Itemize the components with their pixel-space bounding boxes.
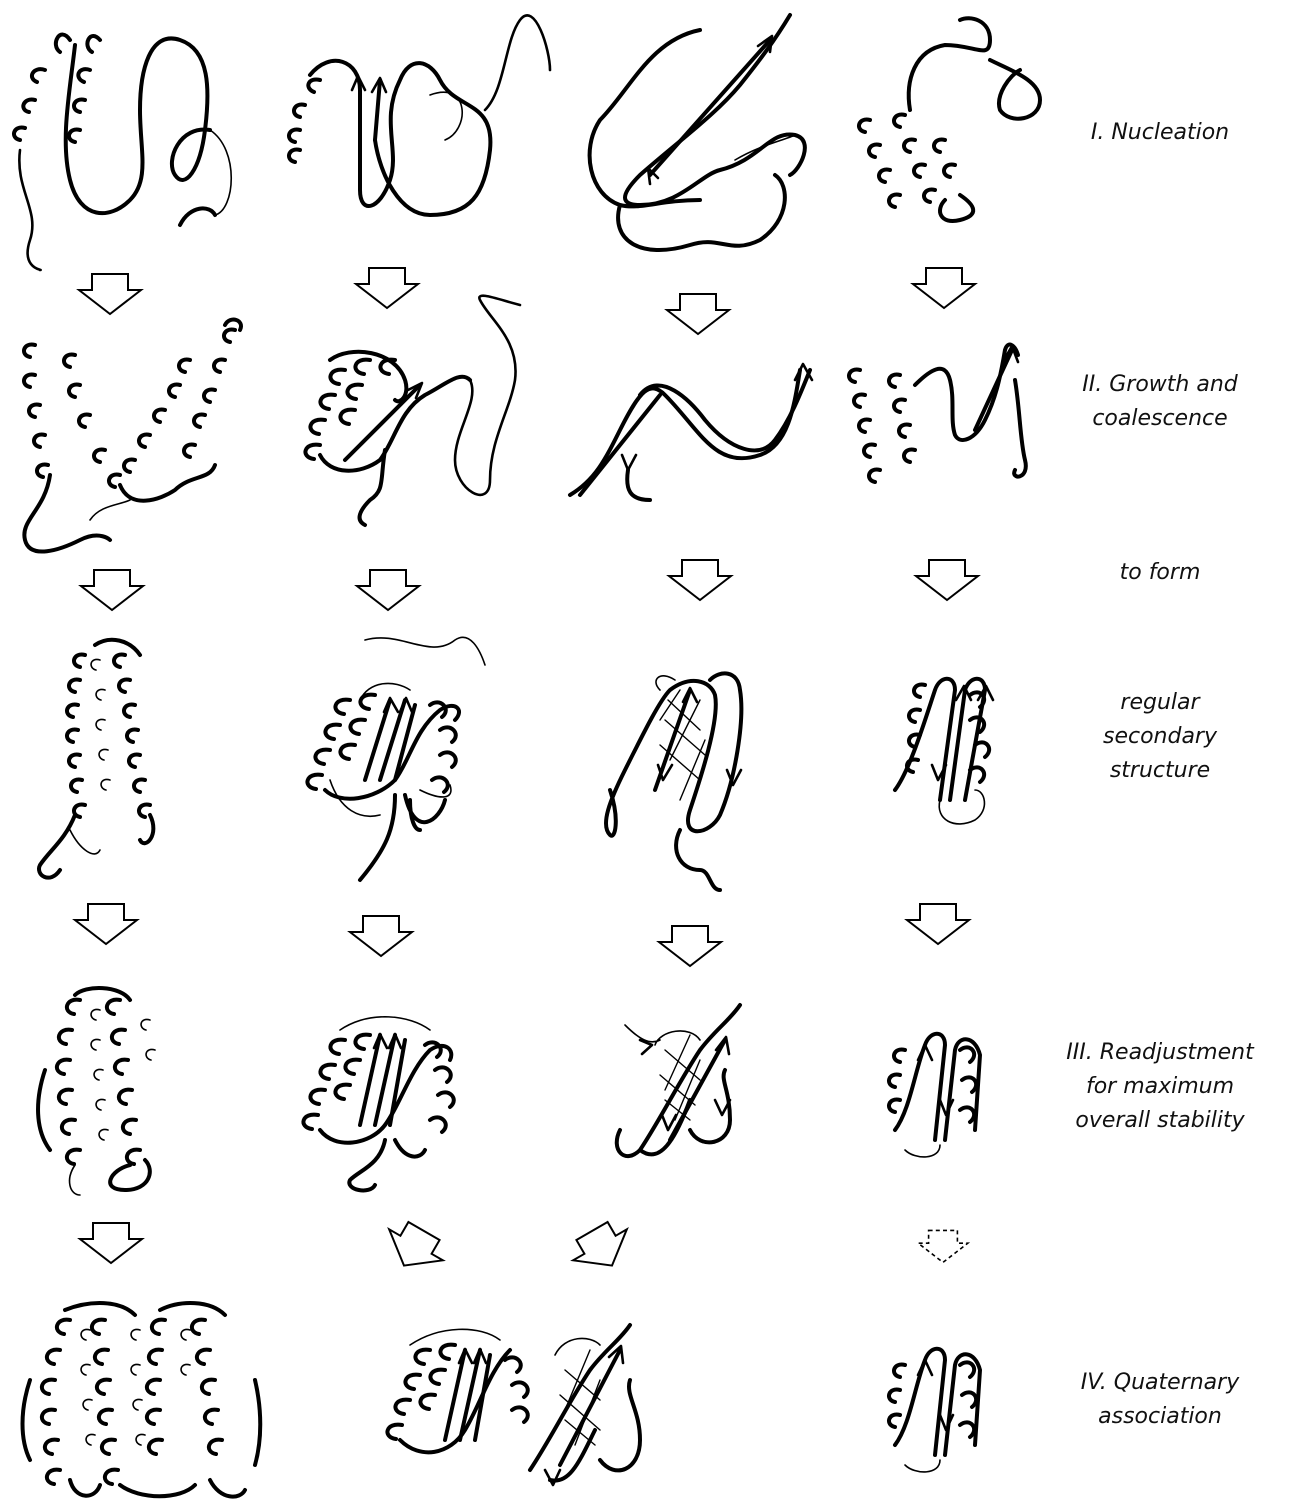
stage-label-quaternary: IV. Quaternary association xyxy=(1045,1366,1275,1434)
stage-label-line: regular xyxy=(1045,686,1275,720)
stage-label-line: II. Growth and xyxy=(1045,368,1275,402)
secondary-helix-sheet xyxy=(307,637,485,880)
stage-label-regular: regular secondary structure xyxy=(1045,686,1275,788)
nucleation-all-helical xyxy=(14,35,231,270)
stage-label-line: III. Readjustment xyxy=(1045,1036,1275,1070)
flow-arrow xyxy=(81,570,143,610)
stage-label-to-form: to form xyxy=(1045,556,1275,590)
flow-arrow xyxy=(565,1215,639,1281)
flow-arrow xyxy=(913,268,975,308)
quaternary-all-helical xyxy=(23,1303,261,1497)
flow-arrow xyxy=(377,1215,451,1281)
flow-arrows-2 xyxy=(81,560,978,610)
readjust-helix-sheet xyxy=(303,1017,453,1191)
stage-label-growth: II. Growth and coalescence xyxy=(1045,368,1275,436)
flow-arrow xyxy=(907,904,969,944)
readjust-helix-beta xyxy=(889,1034,980,1157)
stage-label-nucleation: I. Nucleation xyxy=(1045,116,1275,150)
growth-helix-beta xyxy=(849,345,1026,482)
row-readjustment xyxy=(38,988,980,1195)
secondary-beta-sheet xyxy=(606,673,741,890)
growth-all-helical xyxy=(24,320,241,552)
quaternary-helix-sheet xyxy=(387,1325,640,1485)
flow-arrows-1 xyxy=(79,268,975,334)
nucleation-helix-beta xyxy=(859,18,1040,221)
stage-label-line: to form xyxy=(1045,556,1275,590)
nucleation-beta-sheet xyxy=(590,15,805,250)
row-growth xyxy=(24,296,1026,552)
quaternary-helix-beta xyxy=(889,1349,980,1472)
row-quaternary xyxy=(23,1303,981,1497)
stage-label-line: secondary xyxy=(1045,720,1275,754)
secondary-helix-beta xyxy=(895,679,993,824)
flow-arrow xyxy=(659,926,721,966)
flow-arrow xyxy=(916,560,978,600)
stage-label-line: IV. Quaternary xyxy=(1045,1366,1275,1400)
growth-helix-sheet xyxy=(305,296,520,525)
stage-label-line: overall stability xyxy=(1045,1104,1275,1138)
row-nucleation xyxy=(14,15,1040,270)
row-secondary xyxy=(39,637,993,890)
flow-arrows-3 xyxy=(75,904,969,966)
readjust-beta-sheet xyxy=(617,1005,740,1156)
dashed-flow-arrow xyxy=(918,1230,968,1262)
readjust-all-helical xyxy=(38,988,155,1195)
secondary-all-helical xyxy=(39,640,153,878)
flow-arrow xyxy=(350,916,412,956)
stage-label-line: structure xyxy=(1045,754,1275,788)
stage-label-line: I. Nucleation xyxy=(1045,116,1275,150)
flow-arrow xyxy=(669,560,731,600)
flow-arrows-4 xyxy=(80,1215,968,1281)
stage-label-readjustment: III. Readjustment for maximum overall st… xyxy=(1045,1036,1275,1138)
flow-arrow xyxy=(79,274,141,314)
stage-label-line: association xyxy=(1045,1400,1275,1434)
flow-arrow xyxy=(75,904,137,944)
growth-beta-sheet xyxy=(570,364,812,500)
flow-arrow xyxy=(80,1223,142,1263)
flow-arrow xyxy=(356,268,418,308)
flow-arrow xyxy=(667,294,729,334)
stage-label-line: for maximum xyxy=(1045,1070,1275,1104)
stage-label-line: coalescence xyxy=(1045,402,1275,436)
flow-arrow xyxy=(357,570,419,610)
nucleation-helix-sheet xyxy=(289,15,550,215)
